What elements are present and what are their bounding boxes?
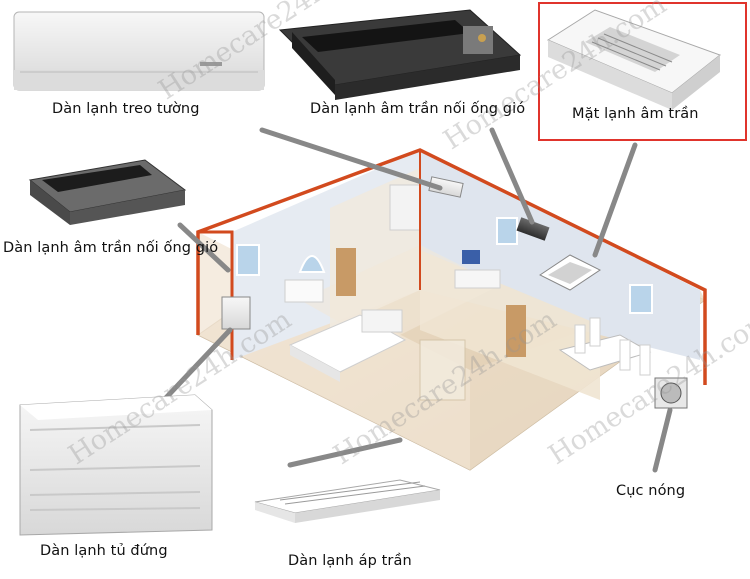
- highlight-box: [538, 2, 747, 141]
- label-ducted-left: Dàn lạnh âm trần nối ống gió: [3, 240, 219, 256]
- ducted-unit-left-photo: [28, 159, 187, 225]
- cassette-unit-photo: [546, 9, 722, 110]
- ceiling-suspended-unit-photo: [254, 479, 441, 523]
- label-cassette: Mặt lạnh âm trần: [572, 106, 699, 122]
- wall-mounted-unit-photo: [13, 11, 265, 91]
- label-floor-standing: Dàn lạnh tủ đứng: [40, 543, 168, 559]
- ducted-unit-top-photo: [278, 9, 522, 100]
- label-wall-mounted: Dàn lạnh treo tường: [52, 101, 200, 117]
- label-outdoor-unit: Cục nóng: [616, 483, 686, 499]
- floor-standing-unit-photo: [19, 394, 213, 536]
- label-ceiling-suspended: Dàn lạnh áp trần: [288, 553, 412, 569]
- label-ducted-top: Dàn lạnh âm trần nối ống gió: [310, 101, 526, 117]
